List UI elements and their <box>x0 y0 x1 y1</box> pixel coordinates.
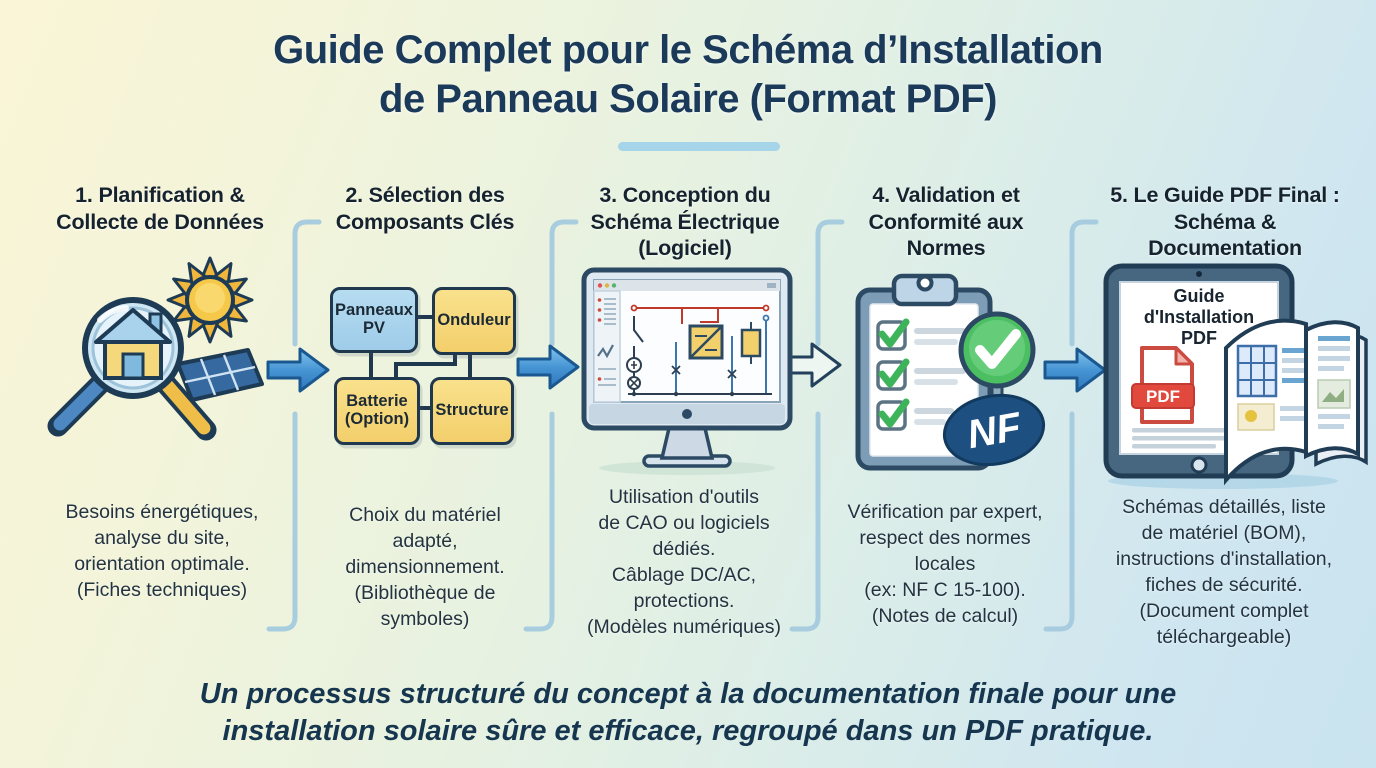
tablet-guide-icon: PDF <box>1103 263 1368 489</box>
nf-logo: NF <box>942 393 1046 467</box>
component-box-structure: Structure <box>430 377 514 445</box>
tablet-screen-title: Guide d'Installation PDF <box>1143 286 1255 349</box>
step-2-heading: 2. Sélection des Composants Clés <box>335 183 515 234</box>
footer-tagline: Un processus structuré du concept à la d… <box>199 678 1177 748</box>
schematic-drawing <box>626 304 772 397</box>
software-sidebar <box>593 290 621 403</box>
screen-text-lines <box>1132 428 1232 449</box>
house-icon <box>94 308 172 380</box>
solar-panel-icon <box>176 348 264 402</box>
booklet-left-page-content <box>1236 344 1304 431</box>
booklet-right-page-content <box>1317 336 1351 429</box>
title-underline <box>618 142 780 151</box>
arrow-right-icon <box>1043 347 1107 393</box>
booklet-icon <box>1224 318 1368 486</box>
component-box-batterie: Batterie (Option) <box>334 377 420 445</box>
component-box-panneaux-pv: Panneaux PV <box>330 287 418 353</box>
step-5-heading: 5. Le Guide PDF Final : Schéma & Documen… <box>1110 183 1340 261</box>
step-5-description: Schémas détaillés, liste de matériel (BO… <box>1115 496 1333 648</box>
arrow-right-icon <box>516 344 580 390</box>
step-1-heading: 1. Planification & Collecte de Données <box>56 183 264 234</box>
arrow-right-icon <box>266 347 330 393</box>
step-3-description: Utilisation d'outils de CAO ou logiciels… <box>586 486 781 638</box>
cad-monitor-icon <box>581 267 793 475</box>
component-box-onduleur: Onduleur <box>432 287 516 355</box>
column-bracket <box>1043 219 1099 632</box>
step-1-description: Besoins énergétiques, analyse du site, o… <box>65 501 259 601</box>
column-bracket <box>789 219 845 632</box>
step-4-heading: 4. Validation et Conformité aux Normes <box>868 183 1024 261</box>
check-badge-icon <box>958 311 1036 400</box>
sun-icon <box>166 256 254 344</box>
checklist-rows <box>876 318 966 431</box>
magnifier-house-icon <box>47 297 217 441</box>
page-title: Guide Complet pour le Schéma d’Installat… <box>273 28 1103 121</box>
step-2-description: Choix du matériel adapté, dimensionnemen… <box>345 504 505 630</box>
pdf-file-icon: PDF <box>1131 346 1195 424</box>
nf-logo-text: NF <box>964 404 1026 457</box>
pdf-label-text: PDF <box>1146 387 1180 406</box>
column-bracket <box>523 219 579 632</box>
step-4-description: Vérification par expert, respect des nor… <box>847 501 1043 627</box>
column-bracket <box>266 219 322 632</box>
clipboard-checklist-icon: NF <box>855 273 1046 471</box>
step-3-heading: 3. Conception du Schéma Électrique (Logi… <box>590 183 780 261</box>
step-1-icon <box>47 256 264 441</box>
